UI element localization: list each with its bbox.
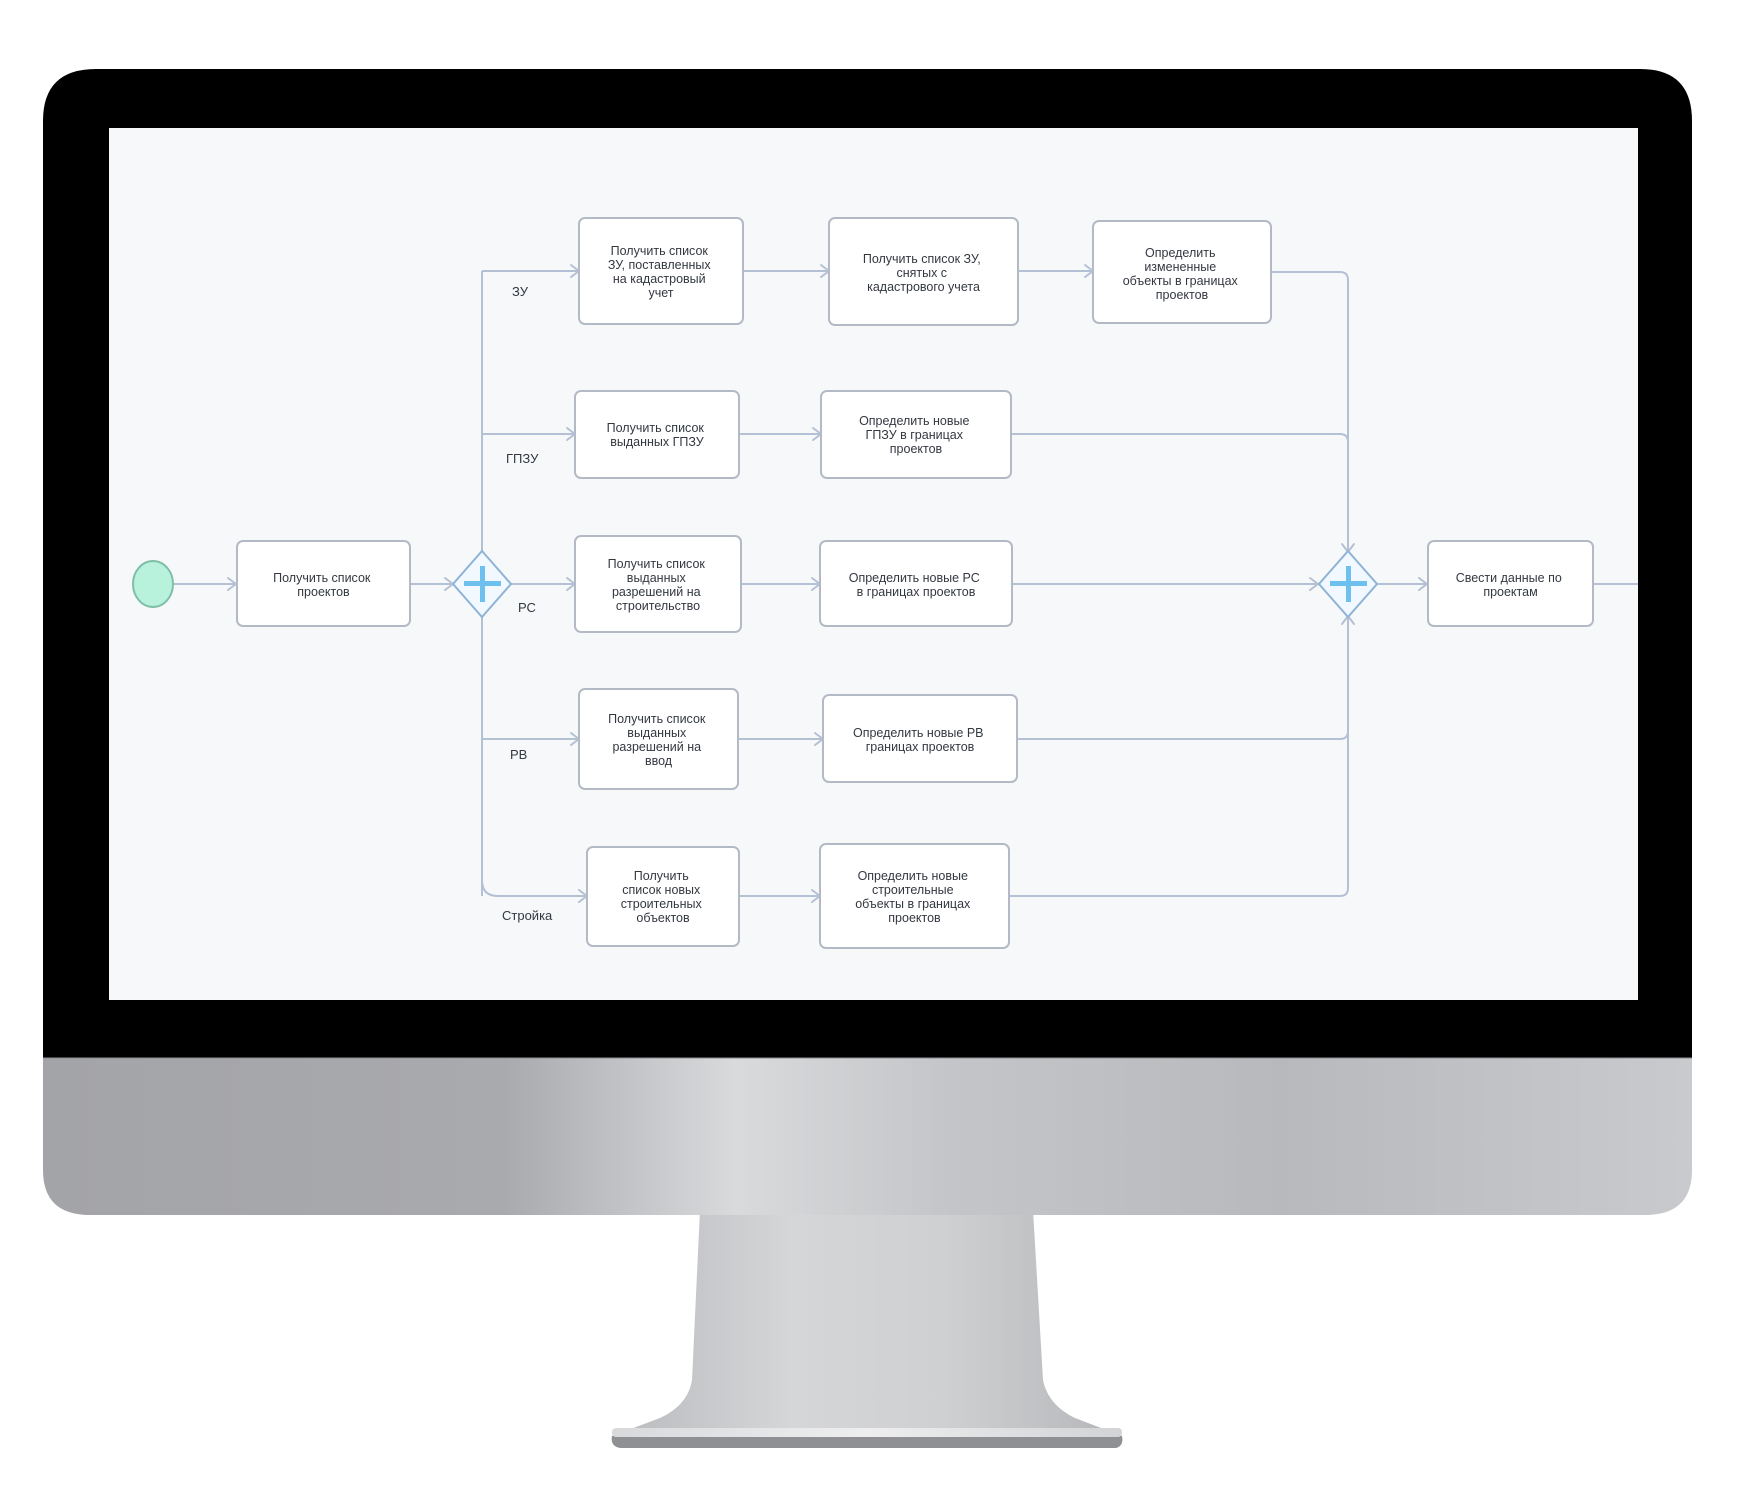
task-line: учет [648,286,673,300]
task-get-projects[interactable]: Получить список проектов [236,540,411,627]
task-line: объекты в границах [1123,274,1239,288]
task-line: Получить список [608,712,706,726]
task-line: ввод [645,754,673,768]
task-line: проектов [888,911,941,925]
task-rv-list[interactable]: Получить список выданных разрешений на в… [578,688,739,790]
task-build-new[interactable]: Определить новые строительные объекты в … [819,843,1010,949]
task-zu-removed[interactable]: Получить список ЗУ, снятых с кадастровог… [828,217,1019,326]
task-line: Определить новые РВ [853,726,984,740]
task-line: проектов [297,585,350,599]
task-line: проектам [1483,585,1537,599]
svg-text:Определить новые строи: Определить новые строительные объекты в … [855,869,974,925]
svg-text:Получить список новых: Получить список новых строительных объек… [621,869,705,925]
branch-label-gpzu: ГПЗУ [506,451,539,466]
task-line: Определить новые РС [849,571,980,585]
svg-text:Получить список ЗУ, сн: Получить список ЗУ, снятых с кадастровог… [863,252,984,294]
task-line: разрешений на [612,740,701,754]
task-line: Получить [634,869,689,883]
svg-text:Определить новые РС в: Определить новые РС в границах проектов [849,571,984,599]
task-line: снятых с [896,266,947,280]
task-line: объектов [636,911,690,925]
task-zu-changed[interactable]: Определить измененные объекты в границах… [1092,220,1272,324]
task-line: ЗУ, поставленных [608,258,712,272]
monitor-chin [43,1058,1692,1215]
svg-text:Получить список выданн: Получить список выданных ГПЗУ [607,421,708,449]
monitor-stand-base-top [612,1428,1122,1437]
start-event-icon[interactable] [132,560,174,608]
task-line: Получить список [607,421,705,435]
task-line: границах проектов [866,740,975,754]
monitor-stand-base [611,1436,1123,1448]
task-line: объекты в границах [855,897,971,911]
task-line: Получить список ЗУ, [863,252,981,266]
svg-text:Свести данные по проек: Свести данные по проектам [1456,571,1566,599]
svg-text:Получить список выданн: Получить список выданных разрешений на в… [608,712,709,768]
task-line: Получить список [273,571,371,585]
branch-label-rs: РС [518,600,536,615]
task-line: Определить [1145,246,1215,260]
monitor-stand [612,1210,1122,1438]
task-gpzu-new[interactable]: Определить новые ГПЗУ в границах проекто… [820,390,1012,479]
task-line: выданных [627,726,687,740]
task-line: строительные [872,883,954,897]
svg-text:Получить список выданн: Получить список выданных разрешений на с… [608,557,709,613]
branch-label-build: Стройка [502,908,553,923]
task-build-list[interactable]: Получить список новых строительных объек… [586,846,740,947]
task-line: Определить новые [859,414,969,428]
fork-gateway[interactable] [451,549,513,619]
task-line: Получить список [608,557,706,571]
task-summary[interactable]: Свести данные по проектам [1427,540,1594,627]
svg-text:Определить новые РВ гр: Определить новые РВ границах проектов [853,726,987,754]
task-rs-new[interactable]: Определить новые РС в границах проектов [819,540,1013,627]
svg-text:Определить новые ГПЗУ: Определить новые ГПЗУ в границах проекто… [859,414,973,456]
task-rs-list[interactable]: Получить список выданных разрешений на с… [574,535,742,633]
task-line: проектов [1156,288,1209,302]
task-line: кадастрового учета [867,280,980,294]
branch-label-rv: РВ [510,747,527,762]
task-line: ГПЗУ в границах [866,428,964,442]
svg-text:Получить список ЗУ, по: Получить список ЗУ, поставленных на када… [608,244,714,300]
task-zu-registered[interactable]: Получить список ЗУ, поставленных на када… [578,217,744,325]
branch-label-zu: ЗУ [512,284,529,299]
task-line: Свести данные по [1456,571,1562,585]
task-line: выданных ГПЗУ [610,435,704,449]
task-line: проектов [890,442,943,456]
task-line: выданных [627,571,687,585]
svg-text:Получить список проект: Получить список проектов [273,571,374,599]
task-line: Определить новые [858,869,968,883]
join-gateway[interactable] [1317,549,1379,619]
task-line: в границах проектов [857,585,976,599]
task-gpzu-list[interactable]: Получить список выданных ГПЗУ [574,390,740,479]
task-line: Получить список [611,244,709,258]
task-line: разрешений на [612,585,701,599]
task-line: строительных [621,897,703,911]
task-line: список новых [622,883,701,897]
task-rv-new[interactable]: Определить новые РВ границах проектов [822,694,1018,783]
svg-text:Определить измененные: Определить измененные объекты в границах… [1123,246,1242,302]
task-line: измененные [1144,260,1216,274]
task-line: на кадастровый [613,272,706,286]
task-line: строительство [616,599,700,613]
